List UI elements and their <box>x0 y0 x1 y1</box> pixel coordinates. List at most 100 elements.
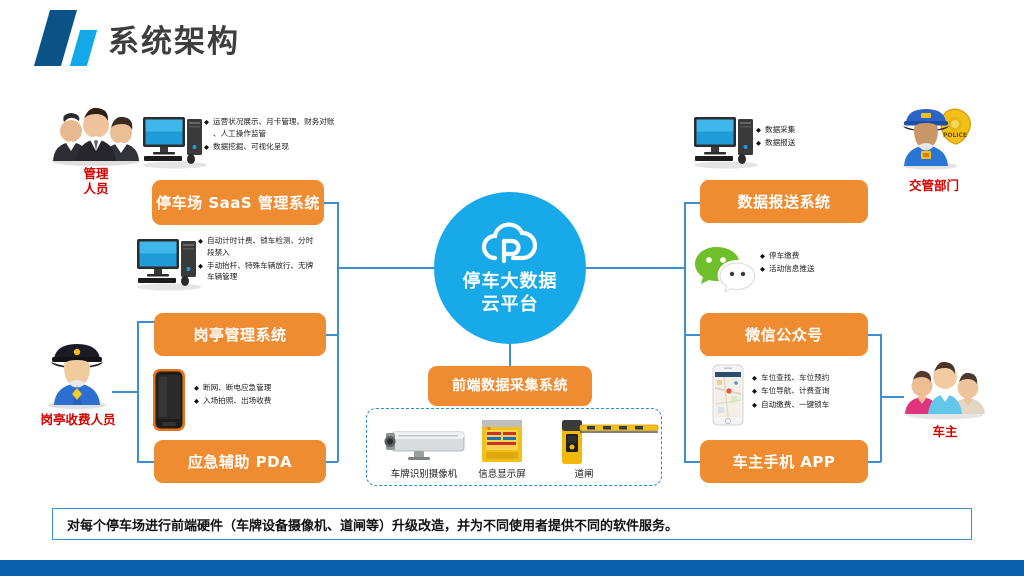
bullet-diamond-icon: ◆ <box>198 261 203 270</box>
bullet-text: 入场拍照、出场收费 <box>203 396 272 406</box>
desktop-computer-icon-right <box>690 113 762 169</box>
list-item: ◆ 数据挖掘、可视化呈现 <box>204 141 364 153</box>
anpr-camera-icon <box>378 424 470 462</box>
box-data-reporting-system[interactable]: 数据报送系统 <box>700 180 868 223</box>
list-item: ◆ 入场拍照、出场收费 <box>194 395 344 407</box>
bullet-text: 活动信息推送 <box>769 264 815 274</box>
owner-bracket-to-owner <box>880 396 904 398</box>
circle-to-right-spine <box>586 267 685 269</box>
list-item: ◆ 自动缴费、一键锁车 <box>752 399 902 411</box>
left-connector-booth <box>323 334 338 336</box>
svg-text:POLICE: POLICE <box>943 132 967 139</box>
circle-to-frontend <box>509 344 511 368</box>
bullets-wechat: ◆ 停车缴费 ◆ 活动信息推送 <box>760 250 900 277</box>
car-owner-label: 车主 <box>906 424 984 439</box>
guard-bracket-top <box>137 321 155 323</box>
footer-bar <box>0 560 1024 576</box>
box-label: 岗亭管理系统 <box>193 325 287 344</box>
bullet-diamond-icon: ◆ <box>760 252 765 260</box>
cloud-parking-icon <box>481 222 538 264</box>
list-item: ◆ 车位查找、车位预约 <box>752 372 902 384</box>
guard-bracket-bottom <box>137 461 155 463</box>
bullet-text: 车位导航、计费查询 <box>761 386 830 396</box>
bullet-diamond-icon: ◆ <box>204 142 209 151</box>
box-parking-saas-system[interactable]: 停车场 SaaS 管理系统 <box>152 180 324 225</box>
device-caption-display: 信息显示屏 <box>478 469 526 480</box>
bullets-saas-bottom: ◆ 自动计时计费、锁车检测、分时 段禁入 ◆ 手动抬杆、特殊车辆放行、无牌 车辆… <box>198 235 358 284</box>
bullet-diamond-icon: ◆ <box>198 237 203 245</box>
cloud-platform-label: 停车大数据 云平台 <box>463 270 558 316</box>
booth-role-label: 岗亭收费人员 <box>20 412 136 427</box>
list-item: ◆ 自动计时计费、锁车检测、分时 段禁入 <box>198 235 358 259</box>
bullet-diamond-icon: ◆ <box>760 265 765 274</box>
bullet-diamond-icon: ◆ <box>194 397 199 406</box>
bullet-text: 自动计时计费、锁车检测、分时 段禁入 <box>207 236 314 257</box>
bullet-diamond-icon: ◆ <box>756 126 761 134</box>
bullet-text: 数据挖掘、可视化呈现 <box>213 141 289 151</box>
logo-bar-dark <box>33 10 78 66</box>
list-item: ◆ 手动抬杆、特殊车辆放行、无牌 车辆管理 <box>198 260 358 284</box>
admin-role-label: 管理 人员 <box>52 166 140 196</box>
bullets-booth: ◆ 断网、断电应急管理 ◆ 入场拍照、出场收费 <box>194 382 344 409</box>
guard-officer-icon <box>42 338 112 410</box>
bullet-text: 数据采集 <box>765 125 796 134</box>
box-frontend-data-collection[interactable]: 前端数据采集系统 <box>428 366 592 406</box>
right-connector-report <box>684 202 700 204</box>
bullet-text: 自动缴费、一键锁车 <box>761 399 830 409</box>
box-label: 车主手机 APP <box>732 452 836 471</box>
admin-people-icon <box>44 104 148 166</box>
desktop-computer-icon-bottom <box>133 235 205 291</box>
car-owners-icon <box>900 358 990 420</box>
box-label: 前端数据采集系统 <box>452 377 568 394</box>
list-item: ◆ 断网、断电应急管理 <box>194 382 344 394</box>
barrier-gate-icon <box>556 418 660 464</box>
box-label: 停车场 SaaS 管理系统 <box>156 193 320 212</box>
list-item: ◆ 运营状况展示、月卡管理、财务对账 、人工操作监管 <box>204 116 364 140</box>
summary-banner: 对每个停车场进行前端硬件（车牌设备摄像机、道闸等）升级改造，并为不同使用者提供不… <box>52 508 972 540</box>
info-display-screen-icon <box>478 418 526 464</box>
owner-bracket-top <box>866 334 881 336</box>
left-spine-to-circle <box>337 267 435 269</box>
admin-role-line1: 管理 <box>83 166 109 181</box>
right-bracket-spine <box>684 202 686 462</box>
list-item: ◆ 车位导航、计费查询 <box>752 385 902 397</box>
bullet-diamond-icon: ◆ <box>194 384 199 392</box>
left-connector-pda <box>323 461 338 463</box>
left-bracket-spine <box>337 202 339 462</box>
owner-bracket-bottom <box>866 461 881 463</box>
desktop-computer-icon-top <box>139 113 211 169</box>
cloud-platform-circle[interactable]: 停车大数据 云平台 <box>434 192 586 344</box>
box-booth-management-system[interactable]: 岗亭管理系统 <box>154 313 326 356</box>
police-officer-icon: POLICE <box>896 104 974 170</box>
box-emergency-pda[interactable]: 应急辅助 PDA <box>154 440 326 483</box>
bullet-text: 停车缴费 <box>769 251 800 260</box>
box-owner-mobile-app[interactable]: 车主手机 APP <box>700 440 868 483</box>
bullet-diamond-icon: ◆ <box>752 374 757 382</box>
guard-to-bracket <box>112 391 138 393</box>
right-connector-wechat <box>684 334 700 336</box>
traffic-dept-label: 交管部门 <box>888 178 980 193</box>
smartphone-map-icon <box>712 364 744 426</box>
bullet-diamond-icon: ◆ <box>756 139 761 148</box>
list-item: ◆ 活动信息推送 <box>760 263 900 275</box>
summary-banner-text: 对每个停车场进行前端硬件（车牌设备摄像机、道闸等）升级改造，并为不同使用者提供不… <box>67 518 679 534</box>
bullet-text: 车位查找、车位预约 <box>761 373 830 382</box>
car-owner-text: 车主 <box>932 424 958 439</box>
booth-role-text: 岗亭收费人员 <box>40 412 116 427</box>
bullet-diamond-icon: ◆ <box>204 118 209 126</box>
bullet-text: 数据报送 <box>765 138 796 148</box>
list-item: ◆ 数据采集 <box>756 124 886 136</box>
wechat-icon <box>694 244 756 294</box>
rugged-pda-icon <box>152 368 186 432</box>
page-title: 系统架构 <box>108 24 240 60</box>
device-caption-gate: 道闸 <box>574 469 594 480</box>
bullet-diamond-icon: ◆ <box>752 387 757 396</box>
bullet-text: 运营状况展示、月卡管理、财务对账 、人工操作监管 <box>213 117 335 138</box>
box-label: 数据报送系统 <box>737 192 831 211</box>
admin-role-line2: 人员 <box>83 181 109 196</box>
box-wechat-official-account[interactable]: 微信公众号 <box>700 313 868 356</box>
bullet-diamond-icon: ◆ <box>752 400 757 409</box>
logo-bar-light <box>69 30 98 66</box>
list-item: ◆ 数据报送 <box>756 137 886 149</box>
box-label: 微信公众号 <box>745 325 823 344</box>
